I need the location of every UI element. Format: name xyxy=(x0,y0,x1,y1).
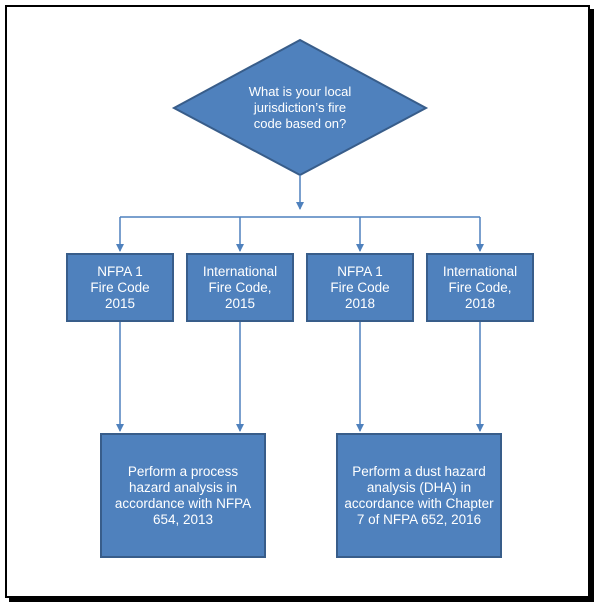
code-box-label: NFPA 1 Fire Code 2015 xyxy=(90,263,150,311)
code-box-label: NFPA 1 Fire Code 2018 xyxy=(330,263,390,311)
outcome-box-label: Perform a process hazard analysis in acc… xyxy=(114,463,252,527)
outcome-box-dust-hazard-analysis: Perform a dust hazard analysis (DHA) in … xyxy=(336,433,502,558)
outcome-box-label: Perform a dust hazard analysis (DHA) in … xyxy=(344,463,494,527)
code-box-ifc-2015: International Fire Code, 2015 xyxy=(186,253,294,322)
code-box-label: International Fire Code, 2015 xyxy=(202,263,278,311)
code-box-nfpa1-2015: NFPA 1 Fire Code 2015 xyxy=(66,253,174,322)
code-box-label: International Fire Code, 2018 xyxy=(442,263,518,311)
decision-text: What is your local jurisdiction’s fire c… xyxy=(248,84,352,131)
outcome-box-process-hazard-analysis: Perform a process hazard analysis in acc… xyxy=(100,433,266,558)
code-box-nfpa1-2018: NFPA 1 Fire Code 2018 xyxy=(306,253,414,322)
code-box-ifc-2018: International Fire Code, 2018 xyxy=(426,253,534,322)
